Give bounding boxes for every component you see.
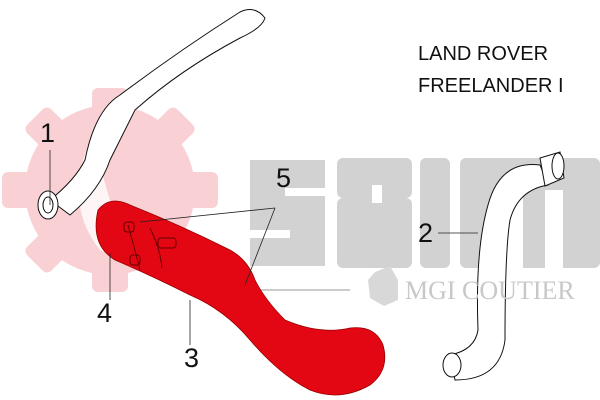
vehicle-title: LAND ROVER FREELANDER I	[418, 38, 564, 102]
callout-3: 3	[184, 343, 200, 373]
watermark-subtitle: MGI COUTIER	[405, 276, 575, 305]
vehicle-model: FREELANDER I	[418, 75, 564, 97]
hose-2	[442, 151, 565, 381]
hose-1	[37, 9, 266, 220]
callout-4: 4	[97, 298, 113, 328]
callout-1: 1	[40, 118, 56, 148]
vehicle-make: LAND ROVER	[418, 43, 549, 65]
callout-2: 2	[418, 218, 434, 248]
callout-5: 5	[276, 163, 292, 193]
hose-3-highlighted	[95, 200, 386, 396]
hose-clamp-4	[123, 221, 177, 271]
leader-lines	[49, 150, 478, 345]
